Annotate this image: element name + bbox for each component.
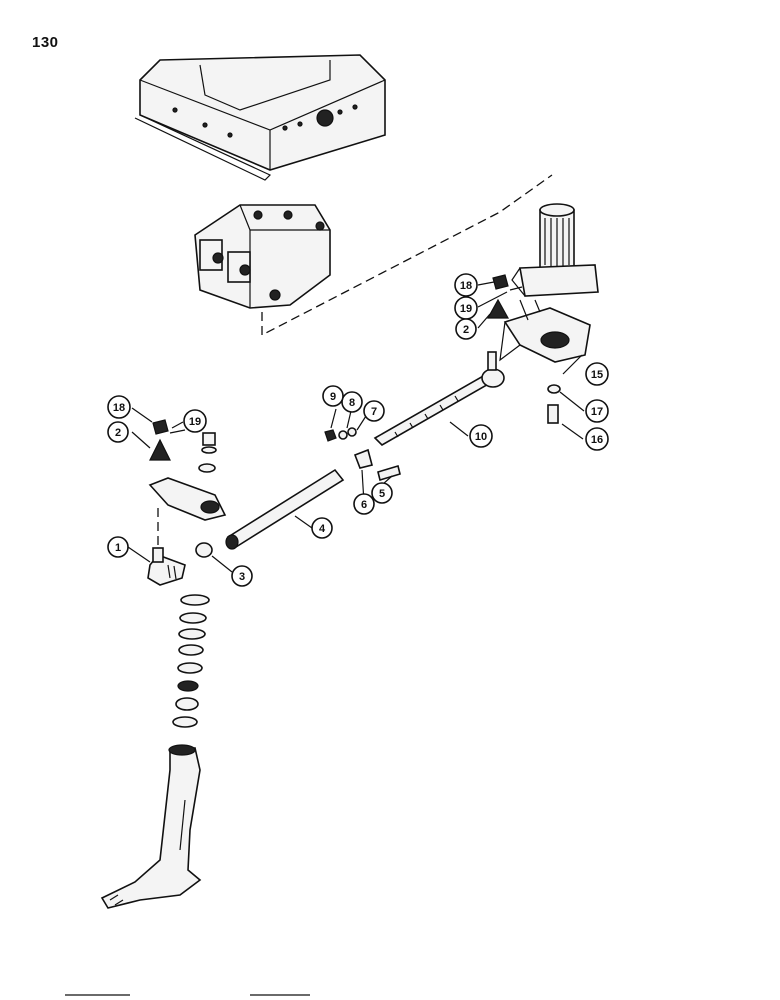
callout-label: 8 xyxy=(349,397,355,409)
frame-housing xyxy=(134,54,386,181)
callout-label: 6 xyxy=(361,499,367,511)
callout-label: 19 xyxy=(460,303,472,315)
callout-9: 9 xyxy=(322,385,344,407)
callout-label: 19 xyxy=(189,416,201,428)
assembly-leader-line xyxy=(261,174,553,337)
callout-18: 18 xyxy=(454,273,478,297)
ball-joint-1 xyxy=(147,547,186,586)
callout-8: 8 xyxy=(341,391,363,413)
upper-hardware xyxy=(486,274,523,319)
callout-label: 18 xyxy=(460,280,472,292)
callout-label: 9 xyxy=(330,391,336,403)
bushing-3 xyxy=(195,542,213,558)
callout-label: 3 xyxy=(239,571,245,583)
steering-arm-15 xyxy=(499,299,591,363)
callout-3: 3 xyxy=(231,565,253,587)
bolt-16 xyxy=(547,404,559,424)
callout-10: 10 xyxy=(469,424,493,448)
callout-7: 7 xyxy=(363,400,385,422)
callout-5: 5 xyxy=(371,482,393,504)
callout-19: 19 xyxy=(183,409,207,433)
page-number: 130 xyxy=(32,34,59,51)
callout-label: 16 xyxy=(591,434,603,446)
callout-19: 19 xyxy=(454,296,478,320)
callout-2: 2 xyxy=(455,318,477,340)
clamp-hardware xyxy=(324,427,401,482)
steering-gear-box xyxy=(194,204,331,309)
callout-label: 18 xyxy=(113,402,125,414)
spline-shaft-flange xyxy=(511,203,599,297)
callout-label: 5 xyxy=(379,488,385,500)
callout-1: 1 xyxy=(107,536,129,558)
callout-label: 17 xyxy=(591,406,603,418)
left-hardware xyxy=(149,419,217,473)
callout-18: 18 xyxy=(107,395,131,419)
callout-label: 7 xyxy=(371,406,377,418)
tie-rod-10 xyxy=(373,351,505,446)
callout-4: 4 xyxy=(311,517,333,539)
callout-6: 6 xyxy=(353,493,375,515)
steering-spindle xyxy=(100,744,202,909)
callout-label: 4 xyxy=(319,523,326,535)
callout-group: 1 2 3 4 5 6 7 8 9 10 15 16 17 18 19 2 18… xyxy=(107,273,609,587)
callout-16: 16 xyxy=(585,427,609,451)
callout-label: 15 xyxy=(591,369,603,381)
pitman-arm xyxy=(148,477,227,545)
washer-stack xyxy=(172,594,210,728)
callout-15: 15 xyxy=(585,362,609,386)
callout-label: 1 xyxy=(115,542,121,554)
callout-label: 2 xyxy=(463,324,469,336)
callout-17: 17 xyxy=(585,399,609,423)
callout-label: 2 xyxy=(115,427,121,439)
drag-link-tube-4 xyxy=(225,468,345,550)
washer-17 xyxy=(547,384,561,394)
callout-2: 2 xyxy=(107,421,129,443)
callout-label: 10 xyxy=(475,431,487,443)
